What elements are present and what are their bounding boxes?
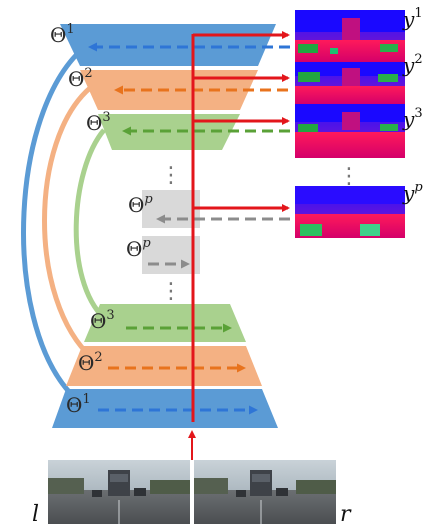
output-label-3: y3 xyxy=(402,106,423,131)
encoder-theta-p: Θp xyxy=(126,236,151,261)
decoder-theta-2: Θ2 xyxy=(68,66,93,91)
encoder-block-p xyxy=(142,236,200,274)
skip-connection-green xyxy=(73,128,106,320)
output-map-3 xyxy=(295,104,405,158)
encoder-theta-3: Θ3 xyxy=(90,308,115,333)
input-label-left: l xyxy=(32,502,39,524)
input-image-left xyxy=(48,460,190,524)
skip-connection-orange xyxy=(42,86,94,360)
encoder-block-3 xyxy=(84,304,246,342)
encoder-theta-1: Θ1 xyxy=(66,392,91,417)
encoder-theta-2: Θ2 xyxy=(78,350,103,375)
decoder-theta-p: Θp xyxy=(128,192,153,217)
decoder-block-1 xyxy=(60,24,276,66)
output-map-1 xyxy=(295,10,405,62)
output-label-1: y1 xyxy=(402,6,423,31)
decoder-block-p xyxy=(142,190,200,228)
ellipsis-outputs: ⋮ xyxy=(338,164,360,189)
ellipsis-upper: ⋮ xyxy=(160,163,182,188)
decoder-theta-3: Θ3 xyxy=(86,110,111,135)
decoder-theta-1: Θ1 xyxy=(50,22,75,47)
input-label-right: r xyxy=(340,502,352,524)
encoder-block-2 xyxy=(66,346,262,386)
output-map-2 xyxy=(295,62,405,104)
output-map-p xyxy=(295,186,405,238)
output-label-p: yp xyxy=(402,180,423,205)
output-label-2: y2 xyxy=(402,52,423,77)
encoder-block-1 xyxy=(52,389,278,428)
skip-connection-blue xyxy=(21,40,92,397)
input-image-right xyxy=(194,460,336,524)
ellipsis-lower: ⋮ xyxy=(160,279,182,304)
